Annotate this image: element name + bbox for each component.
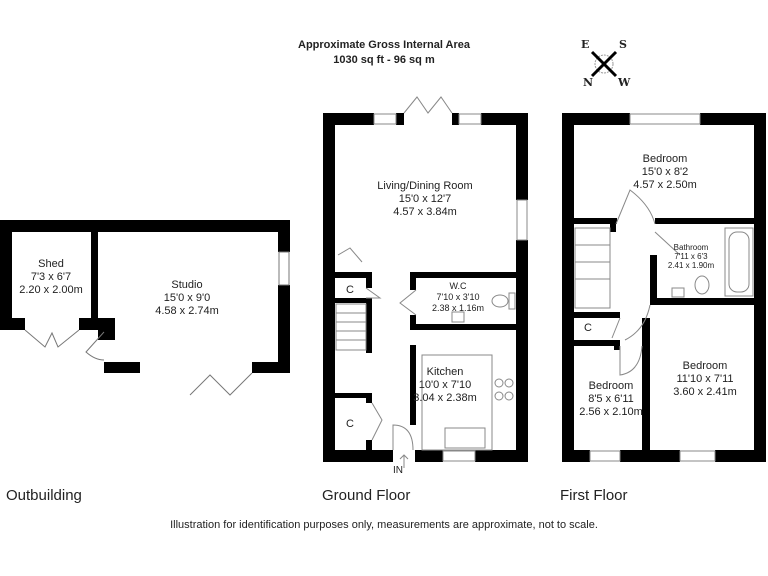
compass-rose-icon <box>590 50 618 78</box>
floor-label-first: First Floor <box>560 487 628 504</box>
compass-n: N <box>583 76 594 89</box>
floor-label-ground: Ground Floor <box>322 487 411 504</box>
cupboard-label: C <box>346 418 354 430</box>
outbuilding-doors <box>24 251 290 396</box>
compass: E S N W <box>578 38 630 90</box>
disclaimer: Illustration for identification purposes… <box>170 519 598 531</box>
first-floor-fixtures <box>574 113 754 462</box>
area-value: 1030 sq ft - 96 sq m <box>333 54 435 66</box>
first-floor-walls <box>562 113 766 462</box>
compass-e: E <box>581 38 590 51</box>
entrance-label: IN <box>393 465 403 476</box>
compass-w: W <box>618 76 631 89</box>
floor-label-outbuilding: Outbuilding <box>6 487 82 504</box>
compass-s: S <box>619 38 627 51</box>
ground-floor-walls <box>323 113 528 462</box>
cupboard-label: C <box>346 284 354 296</box>
outbuilding-walls <box>0 220 290 373</box>
ground-floor-fixtures <box>335 96 528 468</box>
area-title: Approximate Gross Internal Area <box>298 39 470 51</box>
area-summary: Approximate Gross Internal Area 1030 sq … <box>298 38 470 68</box>
cupboard-label: C <box>584 322 592 334</box>
